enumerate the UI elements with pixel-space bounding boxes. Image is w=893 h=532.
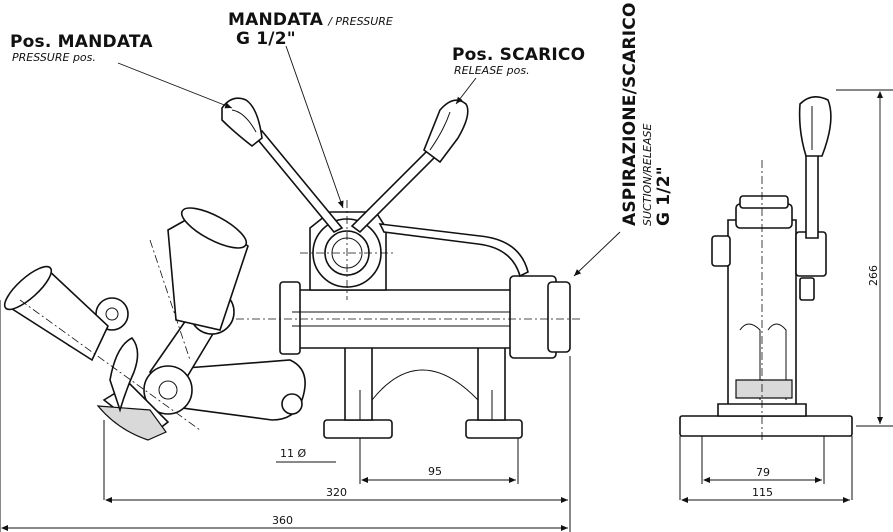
pivot-lower <box>143 365 193 415</box>
dimension-lines <box>0 89 893 532</box>
tube-left-mouth <box>3 265 53 311</box>
side-view <box>3 97 580 441</box>
dim-label-95: 95 <box>428 465 442 478</box>
label-mandata-it: MANDATA <box>228 10 324 30</box>
lever-handle-release <box>423 99 469 164</box>
lever-rod-pressure <box>252 129 344 234</box>
front-base-plate <box>679 415 853 437</box>
support-arch <box>371 369 479 401</box>
label-release-position-en: RELEASE pos. <box>454 64 530 77</box>
lower-bracket <box>96 405 167 441</box>
base-foot-right <box>465 419 523 439</box>
front-view <box>679 96 853 440</box>
lever-rod-release <box>350 148 438 234</box>
support-leg-left <box>344 339 373 421</box>
front-lever-rod <box>805 149 819 239</box>
dim-label-79: 79 <box>756 466 770 479</box>
leader-aspirazione <box>573 231 621 277</box>
base-foot-left <box>323 419 393 439</box>
label-pressure-position-en: PRESSURE pos. <box>12 51 96 64</box>
label-aspirazione-thread: G 1/2" <box>654 166 674 226</box>
leader-mandata <box>285 45 344 209</box>
dim-label-320: 320 <box>326 486 347 499</box>
label-mandata-thread: G 1/2" <box>236 29 296 49</box>
cylinder-end-nut <box>547 281 571 353</box>
label-aspirazione-it: ASPIRAZIONE/SCARICO <box>620 2 640 226</box>
label-pressure-position-it: Pos. MANDATA <box>10 32 153 52</box>
spring-clip <box>109 337 139 413</box>
leader-lines <box>117 45 621 277</box>
label-release-position-it: Pos. SCARICO <box>452 45 586 65</box>
dim-label-266: 266 <box>867 265 880 286</box>
dim-label-hole: 11 Ø <box>280 447 307 460</box>
tube-upper-mouth <box>180 207 248 249</box>
label-aspirazione-en: SUCTION/RELEASE <box>641 123 654 226</box>
leader-release-pos <box>455 77 477 105</box>
leader-pressure-pos <box>117 62 233 109</box>
dim-label-360: 360 <box>272 514 293 527</box>
pivot-small-right <box>281 393 303 415</box>
dim-label-115: 115 <box>752 486 773 499</box>
label-mandata-en: / PRESSURE <box>328 15 393 28</box>
front-lever-handle <box>798 96 832 157</box>
return-pipe <box>378 223 529 278</box>
lever-handle-pressure <box>221 97 263 148</box>
label-mandata-group: MANDATA / PRESSURE <box>228 12 393 29</box>
cylinder-nut-left <box>279 281 301 355</box>
front-left-port <box>711 235 731 267</box>
